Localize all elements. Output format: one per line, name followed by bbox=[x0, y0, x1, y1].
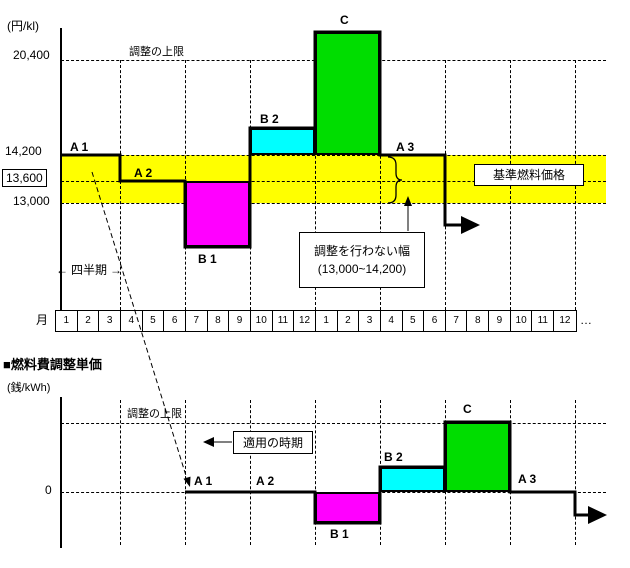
month-cell: 6 bbox=[164, 311, 186, 331]
month-cell: 7 bbox=[446, 311, 468, 331]
base-fuel-price-box-label: 基準燃料価格 bbox=[492, 168, 565, 182]
quarter-arrow-right-icon: → bbox=[109, 262, 122, 277]
segment-label-a3-bottom: A 3 bbox=[518, 472, 537, 486]
month-cell: 11 bbox=[532, 311, 555, 331]
base-fuel-price-box: 基準燃料価格 bbox=[474, 164, 584, 186]
month-cell: 5 bbox=[143, 311, 165, 331]
month-cell: 1 bbox=[316, 311, 338, 331]
month-cell: 2 bbox=[338, 311, 360, 331]
gridline bbox=[250, 60, 251, 310]
segment-label-a2-bottom: A 2 bbox=[256, 474, 275, 488]
gridline bbox=[315, 400, 316, 545]
gridline bbox=[575, 400, 576, 545]
gridline bbox=[445, 60, 446, 310]
month-cell: 12 bbox=[559, 315, 571, 326]
band-bottom-line bbox=[61, 203, 606, 204]
month-cell: 4 bbox=[381, 311, 403, 331]
upper-limit-label-top: 調整の上限 bbox=[129, 46, 184, 58]
month-cell: 11 bbox=[273, 311, 295, 331]
month-axis-label: 月 bbox=[36, 313, 49, 327]
apply-period-arrow-icon bbox=[203, 437, 214, 447]
month-cell: 2 bbox=[78, 311, 100, 331]
segment-label-a1-bottom: A 1 bbox=[194, 474, 213, 488]
quarter-indicator: ← 四半期 → bbox=[56, 261, 122, 278]
segment-label-b2-top: B 2 bbox=[260, 112, 279, 126]
no-adjust-width-line2: (13,000~14,200) bbox=[317, 262, 407, 276]
segment-label-c-bottom: C bbox=[463, 402, 472, 416]
month-cell: 12 bbox=[294, 311, 316, 331]
block-c-bottom bbox=[445, 422, 510, 492]
month-axis-table: 1 2 3 4 5 6 7 8 9 10 11 12 1 2 3 4 5 6 7… bbox=[55, 310, 577, 332]
gridline bbox=[185, 400, 186, 545]
bottom-y-axis bbox=[60, 397, 62, 548]
segment-label-b1-bottom: B 1 bbox=[330, 527, 349, 541]
zero-value: 0 bbox=[45, 483, 52, 497]
upper-limit-label-bottom: 調整の上限 bbox=[127, 408, 182, 420]
top-y-axis-unit: (円/kl) bbox=[7, 19, 39, 33]
block-b1 bbox=[185, 181, 250, 247]
gridline bbox=[120, 400, 121, 545]
upper-limit-line-bottom bbox=[61, 423, 606, 424]
bottom-chart-title: ■燃料費調整単価 bbox=[3, 357, 102, 372]
quarter-label: 四半期 bbox=[70, 263, 107, 277]
upper-limit-value: 20,400 bbox=[13, 48, 50, 62]
block-b2-bottom bbox=[380, 467, 445, 492]
segment-label-c-top: C bbox=[340, 13, 349, 27]
month-axis-ellipsis: … bbox=[580, 313, 592, 327]
apply-period-label: 適用の時期 bbox=[242, 435, 303, 450]
segment-label-b1-top: B 1 bbox=[198, 252, 217, 266]
month-cell: 9 bbox=[489, 311, 511, 331]
band-top-line bbox=[61, 155, 606, 156]
gridline bbox=[510, 400, 511, 545]
apply-period-box: 適用の時期 bbox=[233, 431, 313, 454]
no-adjust-width-box: 調整を行わない幅 (13,000~14,200) bbox=[299, 232, 425, 288]
base-price-value: 13,600 bbox=[2, 169, 47, 187]
month-cell: 8 bbox=[208, 311, 230, 331]
segment-label-b2-bottom: B 2 bbox=[384, 450, 403, 464]
month-cell: 4 bbox=[121, 311, 143, 331]
month-cell: 5 bbox=[403, 311, 425, 331]
segment-label-a1-top: A 1 bbox=[70, 140, 89, 154]
block-b1-bottom bbox=[315, 492, 380, 523]
quarter-arrow-left-icon: ← bbox=[56, 262, 68, 277]
month-cell: 6 bbox=[424, 311, 446, 331]
month-cell: 10 bbox=[511, 311, 533, 331]
segment-label-a2-top: A 2 bbox=[134, 166, 153, 180]
bottom-y-axis-unit: (銭/kWh) bbox=[7, 382, 51, 394]
top-continue-arrow-icon bbox=[461, 216, 480, 234]
segment-label-a3-top: A 3 bbox=[396, 140, 415, 154]
band-top-value: 14,200 bbox=[5, 144, 42, 158]
month-cell: 8 bbox=[467, 311, 490, 331]
no-adjust-width-line1: 調整を行わない幅 bbox=[313, 244, 410, 258]
month-cell: 3 bbox=[359, 311, 381, 331]
month-cell: 7 bbox=[186, 311, 208, 331]
block-c bbox=[315, 32, 380, 155]
month-cell: 1 bbox=[56, 311, 78, 331]
band-bottom-value: 13,000 bbox=[13, 194, 50, 208]
block-b2 bbox=[250, 128, 315, 155]
month-cell: 9 bbox=[229, 311, 251, 331]
bottom-continue-arrow-icon bbox=[588, 506, 607, 524]
month-cell: 10 bbox=[251, 311, 273, 331]
gridline bbox=[250, 400, 251, 545]
month-cell: 3 bbox=[99, 311, 121, 331]
